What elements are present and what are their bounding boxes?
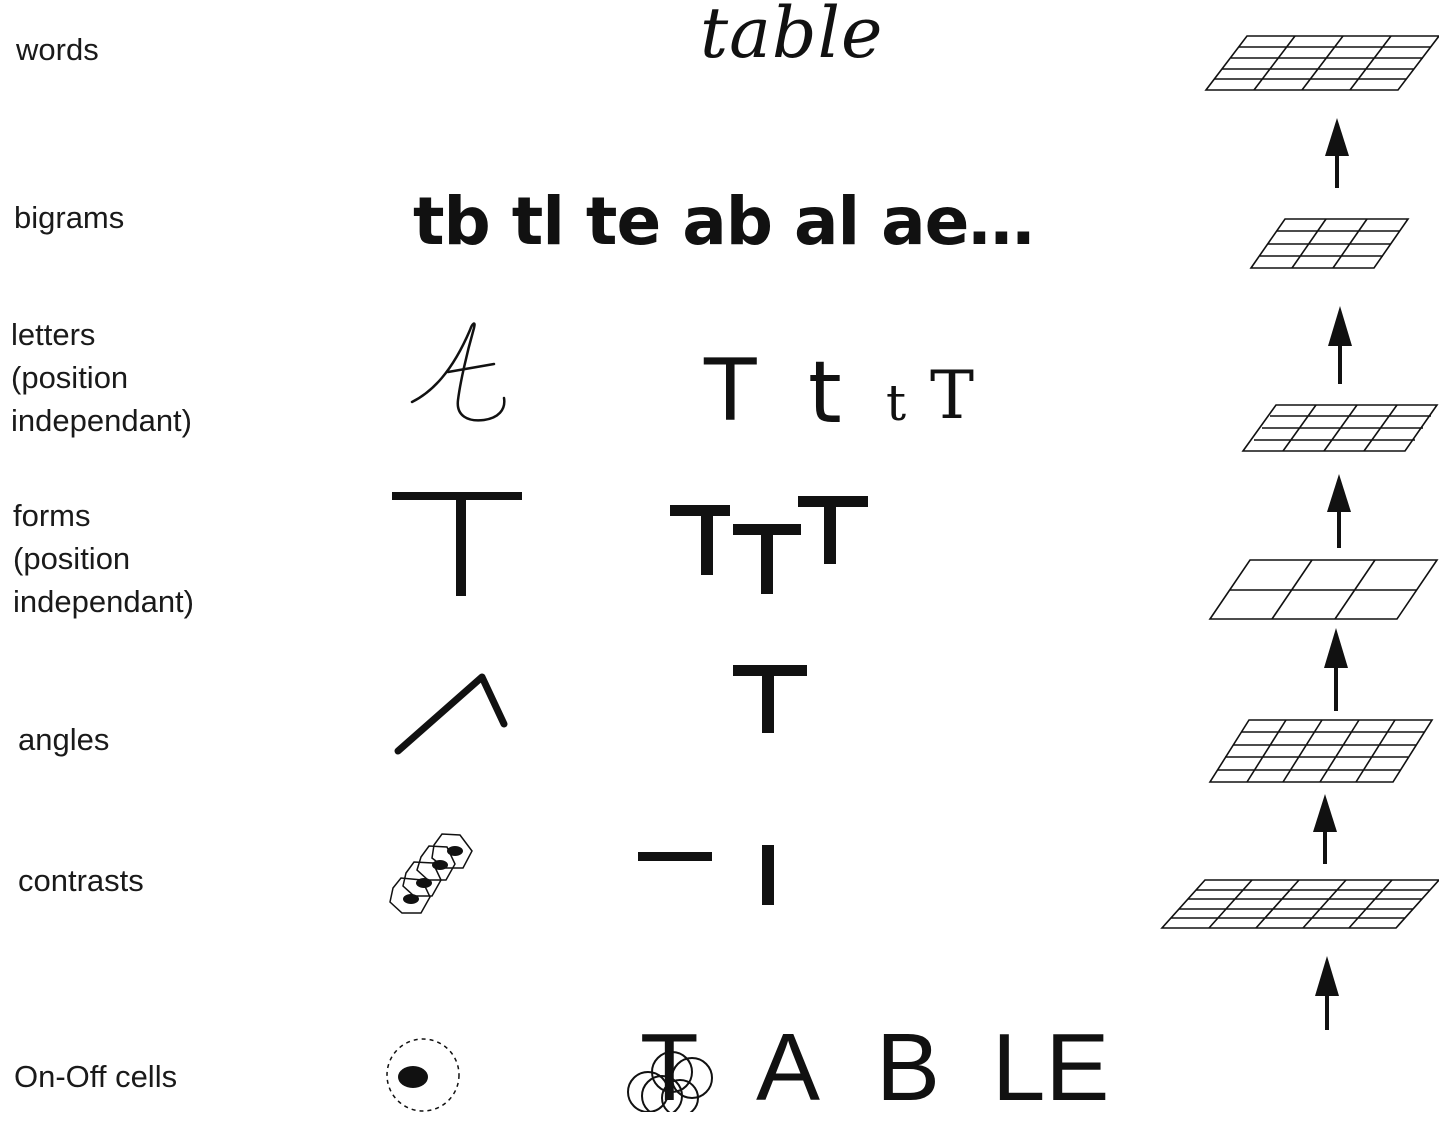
contrast-bars-icon [638, 845, 774, 905]
angle-icon [398, 677, 504, 751]
contrast-cells-icon [390, 834, 472, 913]
grid-layer-icon [1162, 36, 1439, 928]
cursive-t-icon [412, 324, 504, 421]
t-form-icon [392, 492, 522, 596]
on-off-cell-icon [387, 1039, 459, 1111]
angle-t-icon [733, 665, 807, 733]
on-off-overlay-icon [628, 1052, 712, 1112]
t-forms-group-icon [670, 496, 868, 594]
arrow-up-icon [1313, 118, 1352, 1030]
